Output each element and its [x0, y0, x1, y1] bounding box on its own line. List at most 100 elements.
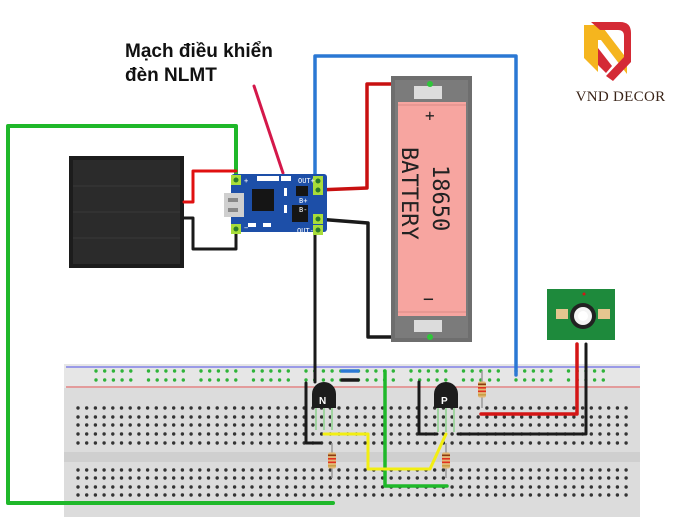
breadboard-hole	[198, 432, 202, 436]
breadboard-hole	[154, 432, 158, 436]
breadboard-hole	[180, 406, 185, 410]
breadboard-hole	[598, 485, 602, 489]
breadboard-hole	[598, 468, 602, 472]
breadboard-hole	[476, 415, 480, 419]
breadboard-hole	[502, 441, 506, 445]
breadboard-hole	[589, 415, 593, 419]
breadboard-hole	[372, 476, 376, 480]
breadboard-hole	[554, 476, 559, 480]
led-module	[547, 289, 615, 340]
breadboard-hole	[418, 369, 422, 373]
breadboard-hole	[624, 432, 628, 436]
diagram-caption: Mạch điều khiển đèn NLMT	[125, 40, 273, 88]
breadboard-hole	[137, 432, 141, 436]
breadboard-hole	[520, 468, 524, 472]
breadboard-hole	[180, 468, 185, 472]
breadboard-hole	[137, 441, 141, 445]
breadboard-hole	[566, 369, 571, 373]
breadboard-hole	[241, 468, 245, 472]
breadboard-hole	[607, 406, 611, 410]
breadboard-hole	[172, 406, 176, 410]
breadboard-hole	[146, 378, 151, 382]
breadboard-hole	[119, 415, 124, 419]
breadboard-hole	[172, 423, 176, 427]
breadboard-hole	[546, 415, 550, 419]
breadboard-hole	[589, 485, 593, 489]
breadboard-hole	[476, 493, 480, 497]
breadboard-hole	[241, 441, 245, 445]
breadboard-hole	[389, 415, 393, 419]
breadboard-hole	[528, 441, 533, 445]
breadboard-hole	[225, 378, 229, 382]
breadboard-hole	[119, 432, 124, 436]
breadboard-hole	[592, 369, 597, 373]
breadboard-hole	[461, 378, 466, 382]
breadboard-hole	[537, 415, 541, 419]
breadboard-hole	[189, 493, 193, 497]
breadboard-hole	[76, 415, 80, 419]
breadboard-hole	[346, 406, 350, 410]
breadboard-hole	[328, 493, 332, 497]
breadboard-hole	[164, 378, 168, 382]
breadboard-hole	[406, 476, 411, 480]
breadboard-hole	[241, 423, 245, 427]
breadboard-hole	[398, 441, 402, 445]
breadboard-hole	[285, 493, 289, 497]
transistor-pnp-label: P	[441, 396, 448, 407]
breadboard-hole	[450, 476, 454, 480]
breadboard-hole	[572, 476, 576, 480]
charger-pad-hole	[233, 226, 239, 232]
breadboard-hole	[85, 423, 89, 427]
resistor-pullup	[478, 371, 486, 408]
breadboard-hole	[624, 476, 628, 480]
breadboard-hole	[528, 468, 533, 472]
resistor-npn-base	[328, 443, 336, 478]
breadboard-hole	[537, 468, 541, 472]
breadboard-hole	[259, 423, 263, 427]
breadboard-hole	[391, 369, 395, 373]
breadboard-hole	[363, 468, 367, 472]
breadboard-hole	[145, 432, 150, 436]
breadboard-hole	[155, 378, 159, 382]
breadboard-hole	[311, 432, 315, 436]
pin-label-out-minus: OUT-	[297, 227, 314, 235]
breadboard-hole	[128, 441, 132, 445]
breadboard-hole	[250, 423, 254, 427]
breadboard-hole	[311, 415, 315, 419]
breadboard-hole	[346, 415, 350, 419]
breadboard-hole	[163, 432, 167, 436]
breadboard-hole	[102, 432, 106, 436]
breadboard-hole	[493, 441, 498, 445]
breadboard-hole	[607, 441, 611, 445]
wire-black-solar	[182, 216, 238, 251]
breadboard-hole	[398, 423, 402, 427]
breadboard-hole	[598, 406, 602, 410]
breadboard-hole	[363, 406, 367, 410]
breadboard-hole	[485, 485, 489, 489]
breadboard-hole	[389, 432, 393, 436]
breadboard-hole	[224, 441, 228, 445]
breadboard-hole	[259, 406, 263, 410]
breadboard-hole	[398, 415, 402, 419]
breadboard-hole	[354, 476, 359, 480]
breadboard-hole	[267, 441, 272, 445]
breadboard-hole	[346, 468, 350, 472]
breadboard-hole	[277, 369, 282, 373]
breadboard-hole	[511, 423, 515, 427]
wire-black-p-right	[456, 342, 588, 436]
breadboard-hole	[293, 493, 298, 497]
breadboard-hole	[128, 468, 132, 472]
breadboard-hole	[433, 441, 437, 445]
breadboard-hole	[111, 468, 115, 472]
breadboard-hole	[607, 415, 611, 419]
breadboard-hole	[363, 415, 367, 419]
breadboard-hole	[232, 415, 237, 419]
breadboard-hole	[531, 369, 536, 373]
breadboard-hole	[302, 476, 306, 480]
breadboard-hole	[293, 441, 298, 445]
breadboard-hole	[293, 423, 298, 427]
breadboard-hole	[285, 485, 289, 489]
breadboard-hole	[406, 441, 411, 445]
breadboard-hole	[467, 423, 472, 427]
breadboard-hole	[389, 493, 393, 497]
